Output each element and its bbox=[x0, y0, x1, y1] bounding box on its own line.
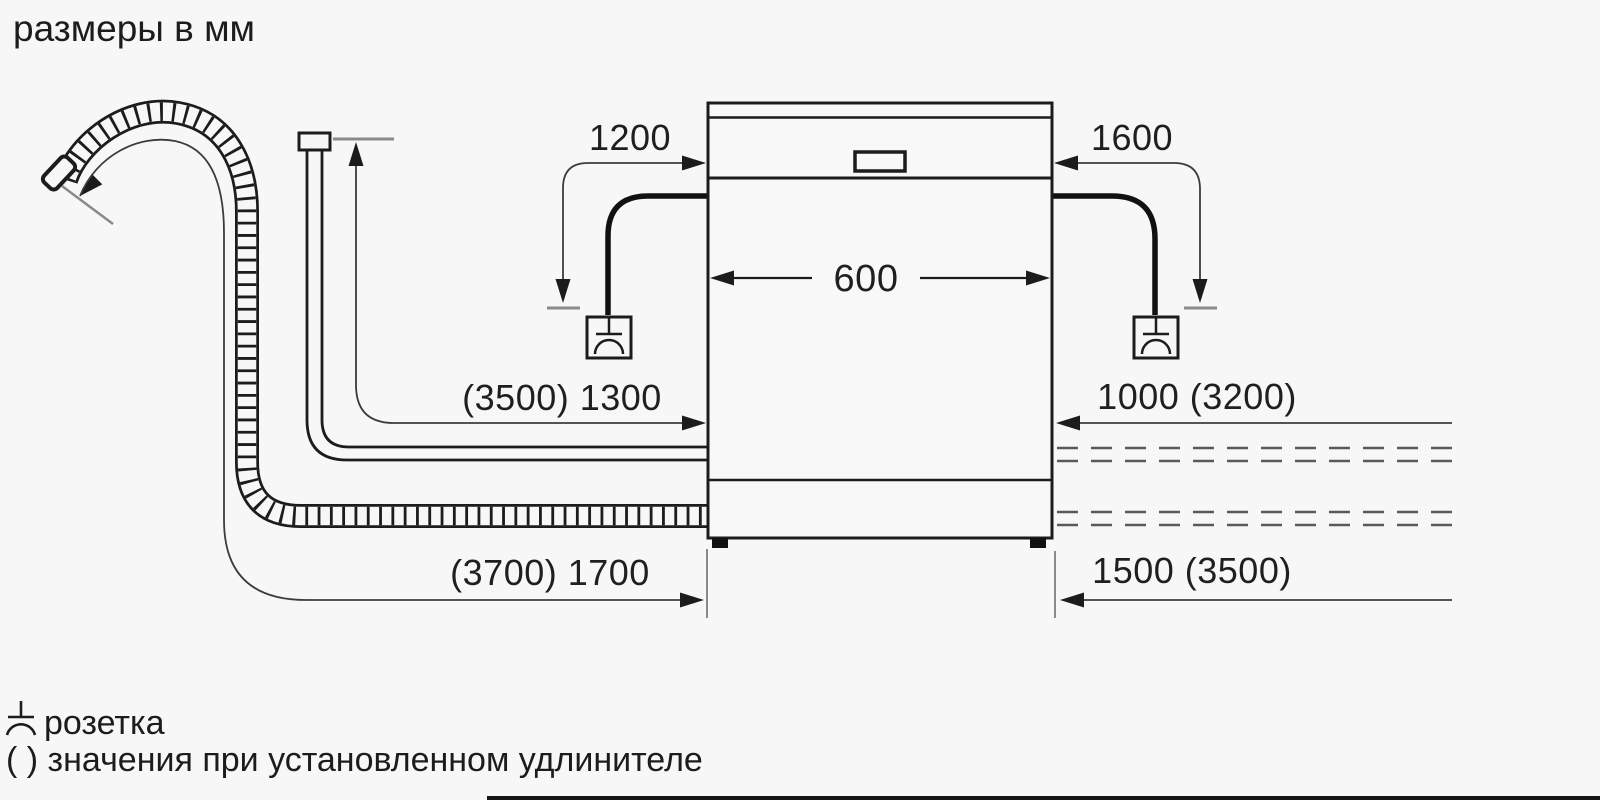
arrow-left-icon bbox=[1054, 155, 1078, 171]
arrow-diagonal-icon bbox=[80, 173, 103, 196]
legend-extension-note: ( ) значения при установленном удлинител… bbox=[6, 741, 703, 779]
bottom-edge-artifact bbox=[487, 796, 1600, 800]
arrow-right-icon bbox=[1026, 270, 1050, 286]
dim-width bbox=[710, 270, 1050, 286]
dim-cable-right bbox=[1054, 155, 1217, 310]
dim-label-cable-left: 1200 bbox=[588, 117, 672, 158]
arrow-left-icon bbox=[710, 270, 734, 286]
arrow-left-icon bbox=[1060, 592, 1084, 608]
drain-hose-end-cap bbox=[40, 154, 78, 192]
arrow-down-icon bbox=[1192, 279, 1208, 303]
page-title: размеры в мм bbox=[13, 8, 255, 49]
supply-hose bbox=[297, 131, 708, 462]
dim-supply-right bbox=[1056, 415, 1452, 431]
dim-label-width: 600 bbox=[833, 258, 899, 300]
dim-label-supply-right: 1000 (3200) bbox=[1097, 376, 1297, 417]
foot-left bbox=[712, 538, 728, 548]
dim-cable-left bbox=[547, 155, 706, 310]
dim-drain-right bbox=[1054, 551, 1452, 618]
dim-label-cable-right: 1600 bbox=[1090, 117, 1174, 158]
power-cable-right bbox=[1052, 193, 1158, 315]
arrow-left-icon bbox=[1056, 415, 1080, 431]
dim-label-drain-right: 1500 (3500) bbox=[1092, 550, 1292, 591]
door-handle bbox=[853, 150, 907, 173]
hose-continuation-dashed bbox=[1057, 446, 1455, 527]
arrow-up-icon bbox=[348, 142, 364, 166]
legend-socket-icon bbox=[5, 701, 37, 736]
dishwasher bbox=[706, 101, 1054, 548]
arrow-right-icon bbox=[680, 592, 704, 608]
dim-label-supply-left: (3500) 1300 bbox=[462, 377, 662, 418]
power-cable-left bbox=[605, 193, 708, 315]
socket-left-icon bbox=[585, 315, 633, 360]
arrow-down-icon bbox=[555, 279, 571, 303]
arrow-right-icon bbox=[682, 155, 706, 171]
level-tick bbox=[61, 184, 114, 226]
dim-supply-left bbox=[333, 137, 706, 431]
drain-hose bbox=[40, 99, 708, 528]
legend-socket-label: розетка bbox=[44, 704, 165, 742]
socket-right-icon bbox=[1132, 315, 1180, 360]
supply-hose-connector bbox=[297, 131, 332, 152]
foot-right bbox=[1030, 538, 1046, 548]
dim-label-drain-left: (3700) 1700 bbox=[450, 552, 650, 593]
arrow-right-icon bbox=[682, 415, 706, 431]
dim-drain-left bbox=[61, 138, 708, 618]
